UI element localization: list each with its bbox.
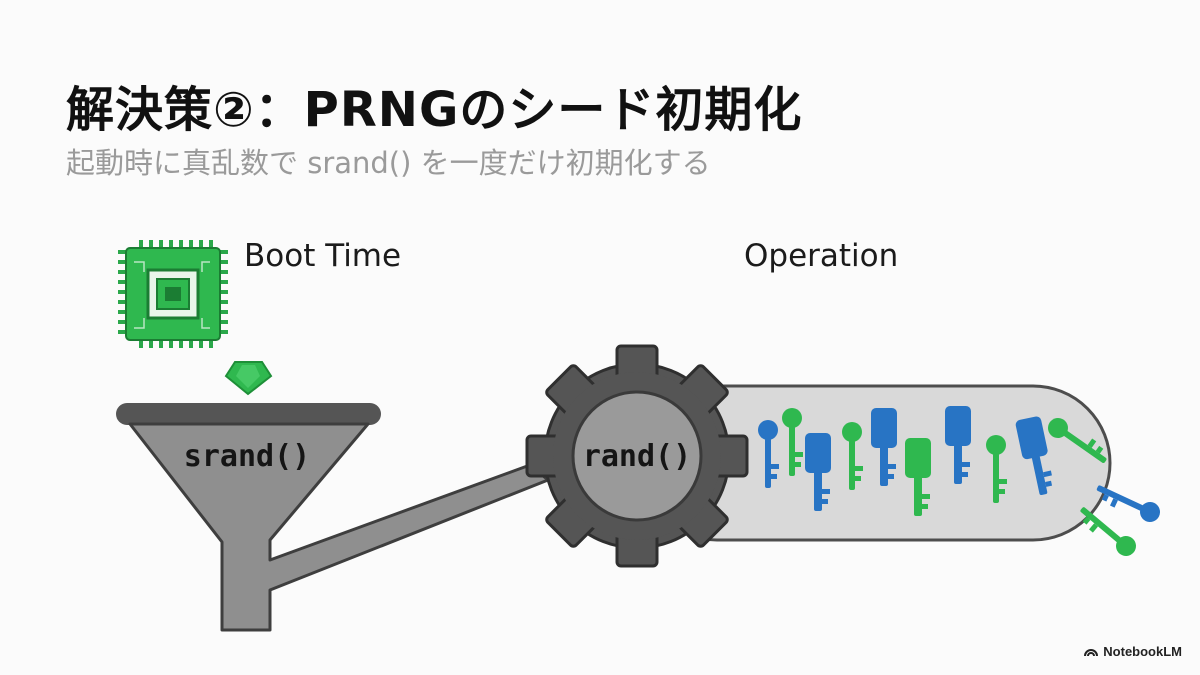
- boot-time-label: Boot Time: [244, 238, 402, 274]
- slide-subtitle: 起動時に真乱数で srand() を一度だけ初期化する: [66, 146, 711, 180]
- funnel-label: srand(): [184, 439, 310, 474]
- gear-icon: rand(): [525, 344, 749, 568]
- gem-icon: [224, 361, 273, 396]
- notebooklm-logo-icon: [1084, 648, 1099, 656]
- notebooklm-brand: NotebookLM: [1084, 644, 1182, 659]
- brand-name: NotebookLM: [1103, 644, 1182, 659]
- gear-label: rand(): [583, 439, 691, 474]
- slide-title: 解決策②：PRNGのシード初期化: [66, 82, 803, 138]
- chip-icon: [118, 240, 228, 348]
- funnel-icon: srand(): [116, 403, 550, 632]
- operation-label: Operation: [744, 238, 899, 274]
